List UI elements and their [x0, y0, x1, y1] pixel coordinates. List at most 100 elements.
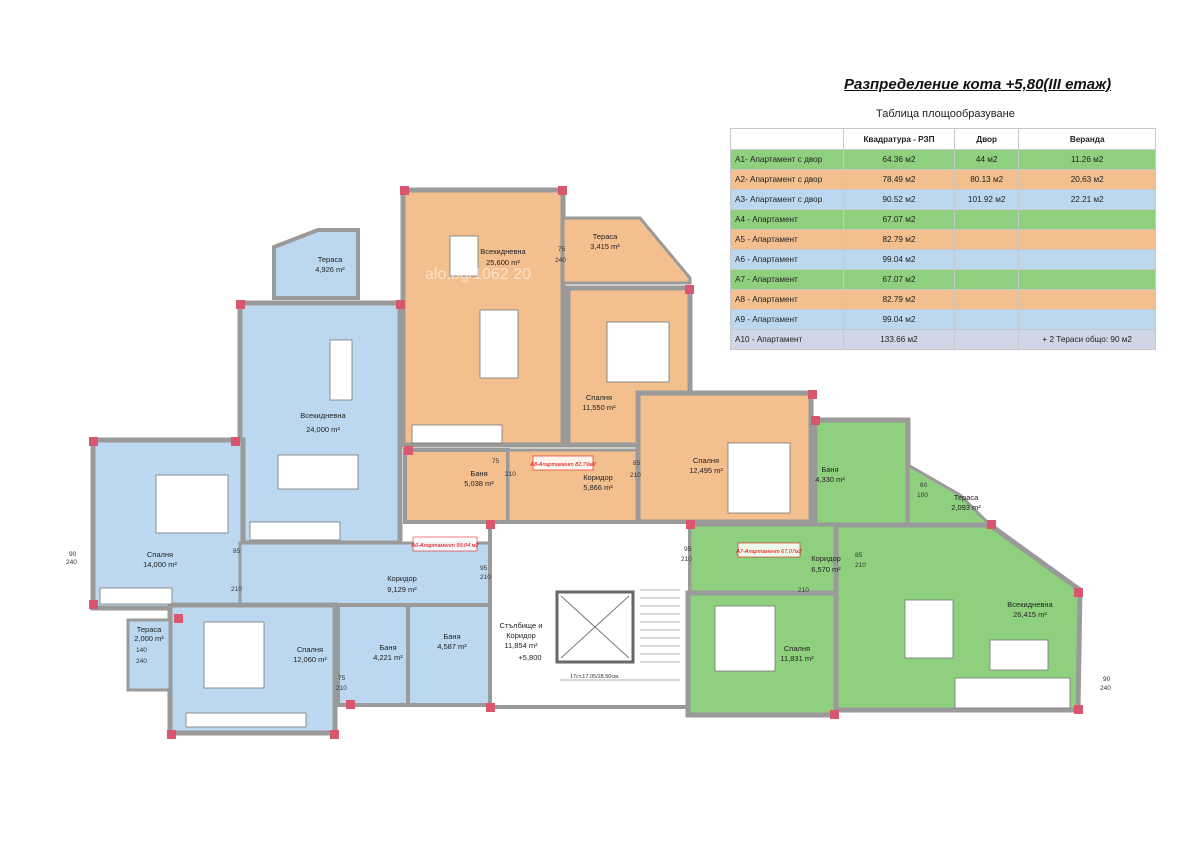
- dim-label: 240: [555, 257, 566, 264]
- veranda-cell: + 2 Тераси общо: 90 м2: [1018, 329, 1156, 350]
- room-area: 12,495 m²: [689, 466, 723, 475]
- veranda-cell: [1018, 309, 1156, 330]
- room-name: Тераса: [318, 255, 343, 264]
- corridor-a6-area: [238, 541, 492, 607]
- room-area: 5,866 m²: [583, 483, 613, 492]
- stair-note: 17ст.17.05/28.50см.: [570, 674, 620, 680]
- room-area: 3,415 m²: [590, 242, 620, 251]
- yard-cell: 44 м2: [953, 149, 1020, 170]
- room-name: Коридор: [811, 554, 841, 563]
- dim-label: 210: [855, 562, 866, 569]
- room-name: Стълбище и: [500, 621, 543, 630]
- area-cell: 82.79 м2: [843, 229, 955, 250]
- table-header-row: Квадратура - РЗП Двор Веранда: [730, 128, 1156, 150]
- apartment-name-cell: А4 - Апартамент: [730, 209, 844, 230]
- dim-label: 75: [338, 675, 346, 682]
- dimension-marks: 90 240 90 240 85 210 95 210 95 210 75 21…: [66, 246, 1111, 692]
- stair-area: [488, 520, 692, 709]
- column-header: Двор: [953, 128, 1020, 150]
- dim-label: 60: [920, 482, 928, 489]
- room-area: 14,000 m²: [143, 560, 177, 569]
- area-cell: 90.52 м2: [843, 189, 955, 210]
- apartment-a7-area: [685, 417, 1083, 718]
- room-area: 4,926 m²: [315, 265, 345, 274]
- veranda-cell: [1018, 209, 1156, 230]
- area-table: Квадратура - РЗП Двор Веранда А1- Апарта…: [730, 128, 1156, 350]
- yard-cell: [953, 249, 1020, 270]
- room-area: 4,330 m²: [815, 475, 845, 484]
- column-header: Квадратура - РЗП: [843, 128, 955, 150]
- yard-cell: [953, 289, 1020, 310]
- area-cell: 67.07 м2: [843, 269, 955, 290]
- dim-label: 95: [684, 546, 692, 553]
- room-name: Баня: [821, 465, 838, 474]
- room-name: Тераса: [137, 625, 162, 634]
- yard-cell: [953, 329, 1020, 350]
- apartment-name-cell: А3- Апартамент с двор: [730, 189, 844, 210]
- yard-cell: 80.13 м2: [953, 169, 1020, 190]
- flag-a7: А7-Апартамент 67,07м2: [735, 549, 802, 555]
- dim-label: 95: [480, 565, 488, 572]
- room-area: 11,854 m²: [504, 641, 538, 650]
- apartment-flags: А6-Апартамент 99,04 м2 А8-Апартамент 82,…: [410, 455, 802, 558]
- column-header: [730, 128, 844, 150]
- area-cell: 67.07 м2: [843, 209, 955, 230]
- yard-cell: 101.92 м2: [953, 189, 1020, 210]
- room-area: 6,570 m²: [811, 565, 841, 574]
- room-area: 5,038 m²: [464, 479, 494, 488]
- stair-steps: [560, 589, 680, 681]
- veranda-cell: [1018, 249, 1156, 270]
- structural-columns: [89, 186, 1083, 739]
- room-area: 4,221 m²: [373, 653, 403, 662]
- terrace-a8-area: [561, 216, 692, 285]
- dim-label: 75: [492, 458, 500, 465]
- terrace-sw-area: [126, 618, 172, 692]
- level-mark: +5,800: [518, 653, 541, 662]
- room-area: 2,093 m²: [951, 503, 981, 512]
- dim-label: 85: [855, 552, 863, 559]
- room-area: 11,550 m²: [582, 403, 616, 412]
- room-name: Спалня: [586, 393, 612, 402]
- apartment-name-cell: А10 - Апартамент: [730, 329, 844, 350]
- dim-label: 85: [633, 460, 641, 467]
- dim-label: 240: [1100, 685, 1111, 692]
- apartment-a6-area: [90, 228, 492, 736]
- dim-label: 140: [136, 647, 147, 654]
- terrace-nw-area: [272, 228, 360, 300]
- apartment-name-cell: А6 - Апартамент: [730, 249, 844, 270]
- area-cell: 133.66 м2: [843, 329, 955, 350]
- room-name: Всекидневна: [480, 247, 526, 256]
- yard-cell: [953, 209, 1020, 230]
- elevator-shaft: [555, 590, 635, 664]
- dim-label: 240: [136, 658, 147, 665]
- watermark: alo.bg/1062 20: [425, 266, 531, 283]
- veranda-cell: [1018, 269, 1156, 290]
- room-area: 26,415 m²: [1013, 610, 1047, 619]
- dim-label: 90: [69, 551, 77, 558]
- dim-label: 85: [233, 548, 241, 555]
- room-name: Всекидневна: [300, 411, 346, 420]
- dim-label: 210: [231, 586, 242, 593]
- dim-label: 210: [336, 685, 347, 692]
- veranda-cell: [1018, 229, 1156, 250]
- dim-label: 210: [798, 587, 809, 594]
- room-name: Баня: [443, 632, 460, 641]
- apartment-name-cell: А1- Апартамент с двор: [730, 149, 844, 170]
- yard-cell: [953, 229, 1020, 250]
- room-name: Коридор: [583, 473, 613, 482]
- apartment-name-cell: А8 - Апартамент: [730, 289, 844, 310]
- room-labels: Тераса 4,926 m² Всекидневна 24,000 m² Сп…: [134, 232, 1053, 680]
- dim-label: 240: [66, 559, 77, 566]
- room-area: 24,000 m²: [306, 425, 340, 434]
- room-area: 12,060 m²: [293, 655, 327, 664]
- room-name: Коридор: [387, 574, 417, 583]
- room-name: Спалня: [784, 644, 810, 653]
- bath-a6-2-area: [406, 603, 492, 707]
- area-cell: 64.36 м2: [843, 149, 955, 170]
- room-name: Спалня: [693, 456, 719, 465]
